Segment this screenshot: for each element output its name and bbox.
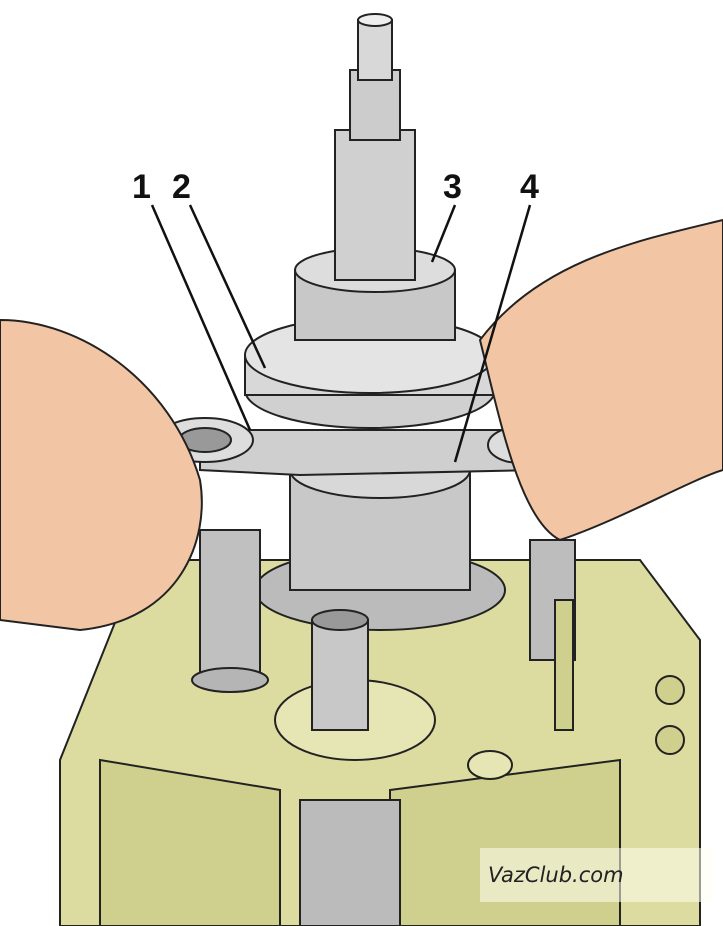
callout-4: 4 (520, 168, 539, 206)
callout-1: 1 (132, 168, 151, 206)
callout-2: 2 (172, 168, 191, 206)
callout-3: 3 (443, 168, 462, 206)
main-shaft (244, 13, 496, 429)
watermark: VazClub.com (480, 848, 712, 902)
gear-cluster (191, 441, 576, 926)
leader-lines (150, 204, 532, 463)
leader-line-2 (188, 204, 267, 369)
leader-line-1 (150, 204, 252, 431)
leader-line-4 (453, 204, 532, 463)
watermark-text: VazClub.com (488, 863, 624, 887)
left-hand (0, 318, 203, 632)
leader-line-3 (430, 204, 457, 263)
right-hand (478, 218, 723, 542)
hands (0, 218, 723, 632)
